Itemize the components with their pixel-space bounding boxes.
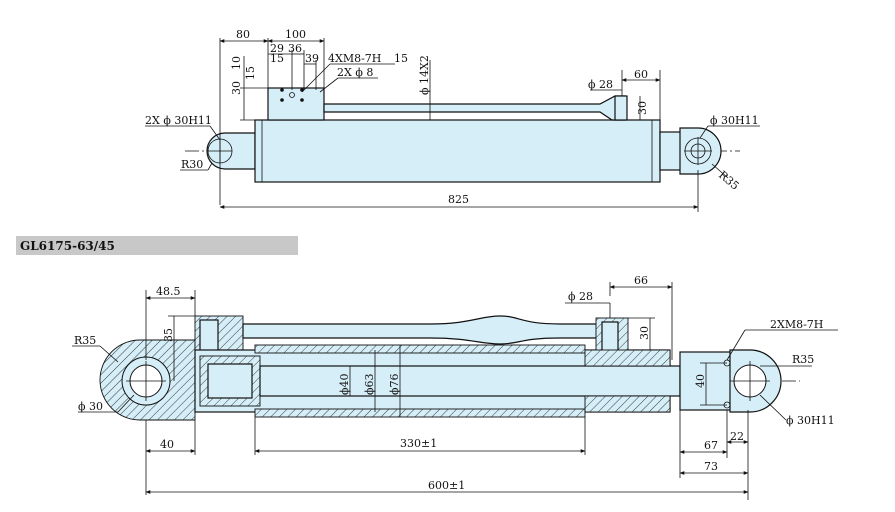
dim-36: 36 — [288, 42, 302, 55]
top-mount-holes — [280, 88, 304, 102]
dim-73: 73 — [704, 460, 718, 473]
dim-39: 39 — [305, 52, 319, 65]
dim-100: 100 — [285, 28, 306, 41]
section-band: GL6175-63/45 — [16, 236, 298, 255]
dim-600: 600±1 — [428, 479, 465, 492]
dim-28-bottom: ϕ 28 — [568, 290, 593, 303]
label-right-bore: ϕ 30H11 — [710, 114, 759, 127]
top-left-eye — [206, 132, 256, 170]
label-right-radius: R35 — [716, 168, 741, 192]
label-2xm8: 2XM8-7H — [770, 318, 823, 331]
label-bottom-left-radius: R35 — [74, 334, 96, 347]
dim-30-vertical: 30 — [230, 81, 243, 95]
dim-22: 22 — [730, 430, 744, 443]
top-right-eye — [659, 127, 722, 175]
dim-29: 29 — [270, 42, 284, 55]
bottom-right-eye — [679, 349, 782, 413]
bottom-pipe — [242, 315, 606, 345]
dim-15b: 15 — [244, 66, 257, 80]
label-left-radius: R30 — [181, 158, 203, 171]
bottom-left-eye — [99, 339, 196, 421]
label-bottom-right-radius: R35 — [792, 353, 814, 366]
dim-66: 66 — [634, 274, 648, 287]
dim-825: 825 — [448, 193, 469, 206]
dim-14x2: ϕ 14X2 — [418, 55, 431, 95]
dim-80: 80 — [236, 28, 250, 41]
dim-30-right: 30 — [636, 101, 649, 115]
top-view: 80 100 29 36 39 15 30 10 15 4XM8-7H 15 2… — [145, 28, 760, 212]
label-left-bore: 2X ϕ 30H11 — [145, 114, 212, 127]
label-bottom-right-bore: ϕ 30H11 — [786, 414, 835, 427]
dim-40-right: 40 — [694, 374, 707, 388]
dim-48-5: 48.5 — [156, 285, 181, 298]
section-band-bar — [16, 236, 298, 255]
label-mount-depth: 15 — [394, 52, 408, 65]
dim-phi40: ϕ40 — [338, 374, 351, 396]
label-bottom-left-bore: ϕ 30 — [78, 400, 103, 413]
dim-15a: 15 — [270, 52, 284, 65]
label-4xm8: 4XM8-7H — [328, 52, 381, 65]
label-2x-pin: 2X ϕ 8 — [337, 66, 373, 79]
dim-30-bottom: 30 — [638, 326, 651, 340]
dim-phi63: ϕ63 — [363, 374, 376, 396]
top-cylinder-body — [254, 119, 661, 183]
dim-67: 67 — [704, 439, 718, 452]
dim-phi76: ϕ76 — [388, 374, 401, 396]
top-mount-block — [267, 87, 325, 121]
dim-35: 35 — [162, 328, 175, 342]
dim-10: 10 — [230, 56, 243, 70]
bottom-view: ϕ40 ϕ63 ϕ76 48.5 35 ϕ 28 66 30 R35 ϕ 30 … — [72, 274, 838, 500]
section-title: GL6175-63/45 — [20, 239, 115, 253]
top-pipe — [323, 95, 626, 121]
bottom-rod — [259, 365, 681, 397]
dim-28-top: ϕ 28 — [588, 78, 613, 91]
dim-40-bottom: 40 — [160, 438, 174, 451]
dim-60: 60 — [634, 68, 648, 81]
dim-330: 330±1 — [400, 437, 437, 450]
